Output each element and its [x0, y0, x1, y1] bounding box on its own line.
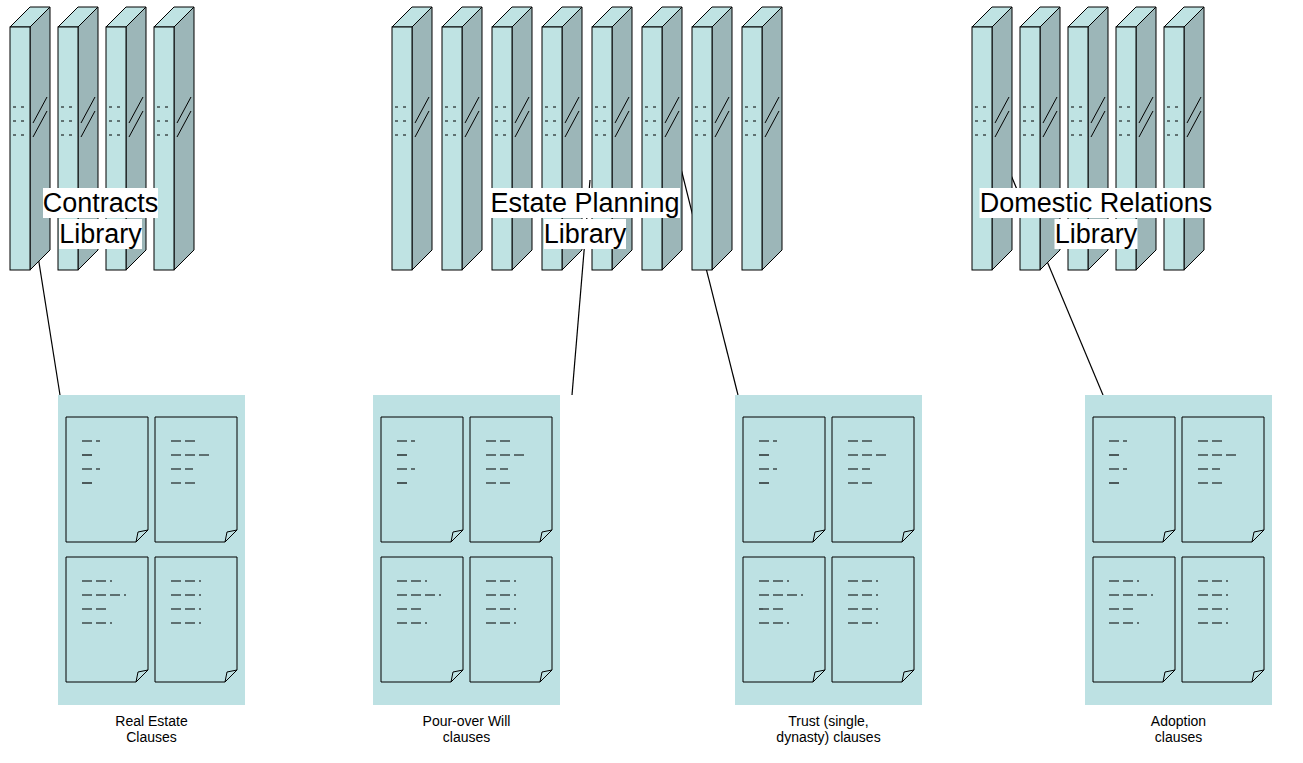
panel-shape	[58, 395, 245, 705]
book	[154, 7, 194, 270]
library-shelf: Contracts Library	[8, 5, 193, 270]
clause-page	[155, 557, 237, 682]
clause-page	[470, 417, 552, 542]
book	[392, 7, 432, 270]
text-holder: Trust (single, dynasty) clauses	[764, 713, 894, 745]
book	[742, 7, 782, 270]
text-holder: Real Estate Clauses	[107, 713, 197, 745]
book	[492, 7, 532, 270]
clause-caption: Trust (single, dynasty) clauses	[776, 713, 880, 745]
panel-shape	[373, 395, 560, 705]
library-shelf: Domestic Relations Library	[970, 5, 1242, 270]
text-holder: Pour-over Will clauses	[412, 713, 522, 745]
text-holder: Contracts Library	[11, 188, 191, 250]
clause-page	[66, 417, 148, 542]
library-shelf: Estate Planning Library	[390, 5, 810, 270]
clause-caption: Real Estate Clauses	[115, 713, 187, 745]
clause-page	[832, 557, 914, 682]
book	[642, 7, 682, 270]
clause-panel: Pour-over Will clauses	[373, 395, 560, 705]
book	[10, 7, 50, 270]
clause-panel: Trust (single, dynasty) clauses	[735, 395, 922, 705]
clause-page	[470, 557, 552, 682]
clause-panel: Real Estate Clauses	[58, 395, 245, 705]
clause-page	[1182, 417, 1264, 542]
clause-page	[743, 417, 825, 542]
clause-caption: Adoption clauses	[1151, 713, 1206, 745]
text-holder: Adoption clauses	[1139, 713, 1219, 745]
clause-page	[1182, 557, 1264, 682]
library-name: Domestic Relations Library	[980, 188, 1213, 249]
clause-page	[66, 557, 148, 682]
clause-page	[155, 417, 237, 542]
book	[972, 7, 1012, 270]
clause-caption: Pour-over Will clauses	[423, 713, 511, 745]
book	[442, 7, 482, 270]
clause-page	[832, 417, 914, 542]
book	[1164, 7, 1204, 270]
panel-shape	[735, 395, 922, 705]
clause-page	[1093, 557, 1175, 682]
book	[692, 7, 732, 270]
clause-panel: Adoption clauses	[1085, 395, 1272, 705]
text-holder: Domestic Relations Library	[964, 188, 1229, 250]
library-name: Estate Planning Library	[490, 188, 679, 249]
clause-page	[381, 557, 463, 682]
text-holder: Estate Planning Library	[460, 188, 710, 250]
library-name: Contracts Library	[43, 188, 159, 249]
clause-page	[381, 417, 463, 542]
clause-page	[743, 557, 825, 682]
clause-page	[1093, 417, 1175, 542]
panel-shape	[1085, 395, 1272, 705]
